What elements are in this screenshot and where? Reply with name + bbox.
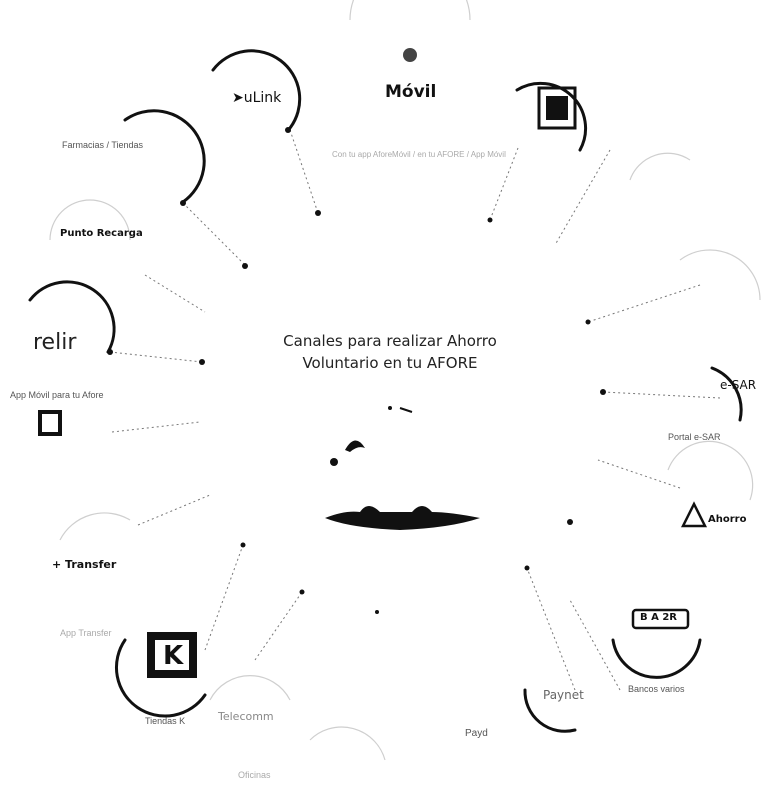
diagram-title: Canales para realizar Ahorro Voluntario … [270, 330, 510, 374]
dot [240, 542, 246, 548]
telecomm-caption: Oficinas [238, 770, 271, 780]
ahorro-logo-icon [680, 501, 708, 528]
center-base-shape [325, 506, 480, 530]
movil-logo-text: Móvil [385, 82, 437, 102]
paynet-logo-text: Paynet [543, 688, 584, 702]
title-line-2: Voluntario en tu AFORE [302, 354, 478, 372]
dot [567, 519, 573, 525]
movil-icon [403, 48, 417, 62]
ring-esar [710, 366, 743, 422]
center-dot [330, 458, 338, 466]
transfer-logo-text: + Transfer [52, 558, 117, 571]
dot [107, 349, 113, 355]
dot [585, 319, 591, 325]
ring-ulink [211, 49, 302, 130]
bancos-caption: Bancos varios [628, 684, 685, 694]
dot [180, 200, 186, 206]
left-square-logo [38, 410, 62, 436]
ring-ahorro [667, 440, 754, 501]
title-line-1: Canales para realizar Ahorro [283, 332, 497, 350]
ring-circle-k [114, 638, 207, 718]
punto-recarga-logo: Punto Recarga [60, 228, 143, 239]
esar-logo-text: e-SAR [720, 378, 757, 392]
ring-bottom [309, 726, 386, 761]
center-small-dot [388, 406, 392, 410]
circle-k-caption: Tiendas K [145, 716, 186, 726]
transfer-caption: App Transfer [60, 628, 112, 638]
center-small-shape [345, 440, 365, 452]
retiro-logo-text: relir [33, 330, 77, 355]
ring-paynet [523, 688, 577, 733]
ring-movil [349, 0, 471, 21]
dot [315, 210, 321, 216]
center-dash [399, 407, 413, 413]
dot [524, 565, 530, 571]
payd-caption: Payd [465, 728, 488, 739]
circle-k-letter: K [163, 641, 184, 671]
esar-caption: Portal e-SAR [668, 432, 721, 442]
ring-punto [49, 199, 131, 241]
ring-retiro [28, 280, 116, 354]
ring-right-mid [629, 152, 691, 181]
movil-caption: Con tu app AforeMóvil / en tu AFORE / Ap… [332, 150, 506, 159]
ahorro-logo-text: Ahorro [708, 514, 747, 525]
dot [242, 263, 248, 269]
dot [299, 589, 305, 595]
farmacias-caption: Farmacias / Tiendas [62, 140, 144, 150]
ring-bancos [611, 638, 702, 679]
ring-farmacias [123, 109, 206, 204]
bancos-logo [631, 608, 690, 630]
ring-transfer [59, 512, 131, 541]
bancos-logo-text: B A 2R [640, 612, 677, 623]
ring-telecomm [209, 675, 291, 701]
dot [375, 610, 379, 614]
dot [285, 127, 291, 133]
retiro-caption: App Móvil para tu Afore [10, 390, 104, 400]
dot [199, 359, 205, 365]
ulink-logo-text: ➤uLink [232, 90, 282, 106]
seven-eleven-logo [537, 86, 577, 130]
dot [600, 389, 606, 395]
dot [487, 217, 493, 223]
ring-seven-eleven [515, 81, 588, 152]
ring-right-top [679, 249, 761, 301]
telecomm-logo-text: Telecomm [218, 710, 274, 723]
